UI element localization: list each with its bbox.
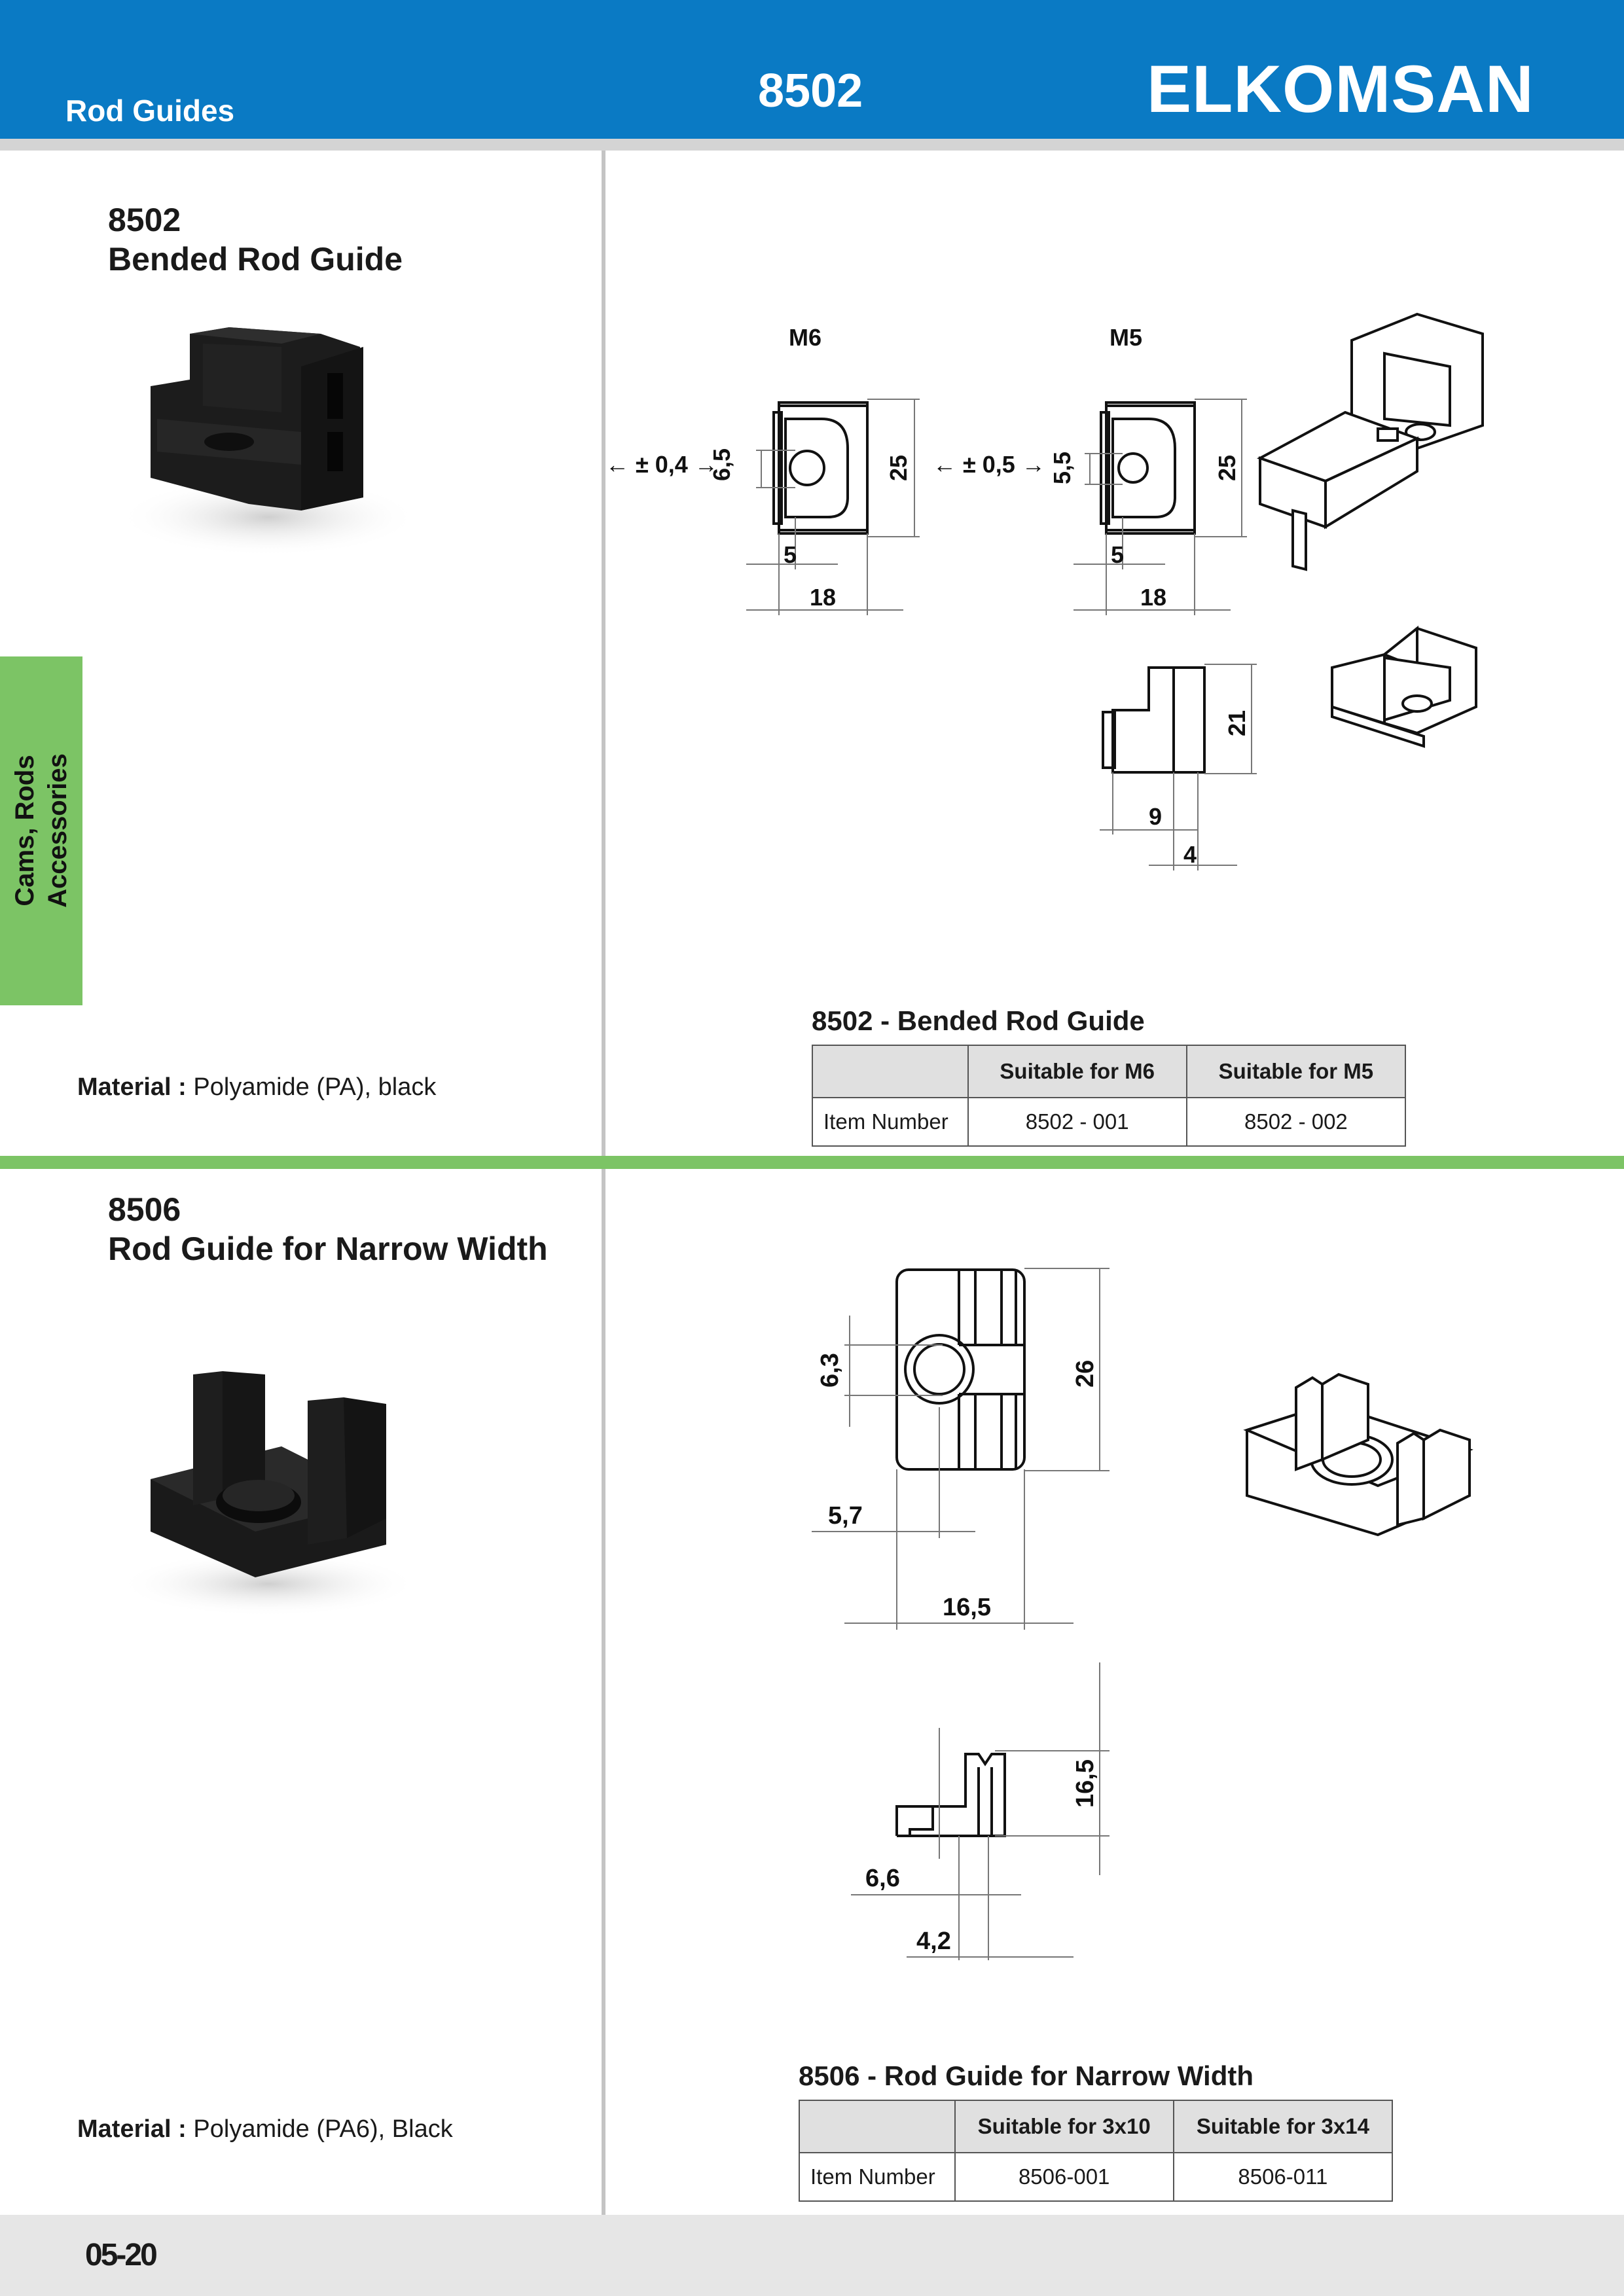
side-dim-b: 4,2 bbox=[916, 1928, 951, 1955]
table-cell-item-3x10: 8506-001 bbox=[954, 2152, 1174, 2202]
view1-dim-small: 5 bbox=[784, 541, 797, 568]
brand-logo-text: ELKOMSAN bbox=[1147, 52, 1534, 126]
product-8502-title: 8502 Bended Rod Guide bbox=[108, 200, 403, 279]
category-side-tab-label: Cams, Rods Accessories bbox=[9, 753, 74, 908]
material-label: Material : bbox=[77, 2115, 187, 2143]
header-divider bbox=[0, 139, 1624, 151]
category-side-tab: Cams, Rods Accessories bbox=[0, 656, 82, 1005]
dim-height: 26 bbox=[1072, 1360, 1099, 1388]
table-row: Item Number 8506-001 8506-011 bbox=[799, 2152, 1394, 2202]
view2-tolerance: ← ± 0,5 → bbox=[933, 451, 1045, 478]
view2-label: M5 bbox=[1110, 324, 1142, 351]
product-code: 8506 bbox=[108, 1191, 181, 1228]
table-header-3x10: Suitable for 3x10 bbox=[954, 2100, 1174, 2153]
table-header-3x14: Suitable for 3x14 bbox=[1172, 2100, 1394, 2153]
side-tab-line2: Accessories bbox=[43, 753, 72, 908]
product-8506-table-title: 8506 - Rod Guide for Narrow Width bbox=[799, 2060, 1254, 2091]
material-value: Polyamide (PA6), Black bbox=[193, 2115, 453, 2143]
view2-dim-width: 18 bbox=[1140, 584, 1166, 611]
product-8506-title: 8506 Rod Guide for Narrow Width bbox=[108, 1190, 548, 1268]
product-8506-material: Material : Polyamide (PA6), Black bbox=[77, 2115, 453, 2144]
side-dim-w: 9 bbox=[1149, 803, 1162, 830]
dim-offset: 5,7 bbox=[828, 1502, 863, 1530]
view2-dim-total: 25 bbox=[1214, 455, 1240, 481]
product-8502-item-table: Suitable for M6 Suitable for M5 Item Num… bbox=[812, 1045, 1407, 1147]
product-code: 8502 bbox=[108, 202, 181, 238]
product-8506-technical-drawing: 6,3 26 5,7 16,5 16,5 6,6 4,2 bbox=[812, 1268, 1473, 1960]
table-header-row: Suitable for M6 Suitable for M5 bbox=[812, 1045, 1407, 1098]
table-header-m6: Suitable for M6 bbox=[967, 1045, 1187, 1098]
table-row: Item Number 8502 - 001 8502 - 002 bbox=[812, 1097, 1407, 1147]
table-row-label: Item Number bbox=[799, 2152, 956, 2202]
dim-width: 16,5 bbox=[943, 1594, 991, 1621]
view2-dim-small: 5 bbox=[1111, 541, 1124, 568]
view1-dim-h: 6,5 bbox=[708, 448, 735, 481]
table-cell-item-3x14: 8506-011 bbox=[1172, 2152, 1394, 2202]
side-dim-small: 4 bbox=[1183, 841, 1197, 868]
side-tab-line1: Cams, Rods bbox=[10, 755, 39, 906]
product-8502-photo bbox=[118, 327, 419, 556]
table-cell-item-m6: 8502 - 001 bbox=[967, 1097, 1187, 1147]
view2-dim-h: 5,5 bbox=[1049, 452, 1075, 484]
table-cell-item-m5: 8502 - 002 bbox=[1185, 1097, 1407, 1147]
product-8502-material: Material : Polyamide (PA), black bbox=[77, 1073, 436, 1102]
view1-dim-total: 25 bbox=[885, 455, 912, 481]
view1-label: M6 bbox=[789, 324, 821, 351]
table-header-blank bbox=[799, 2100, 956, 2153]
page-code: 8502 bbox=[758, 65, 863, 117]
product-8502-table-title: 8502 - Bended Rod Guide bbox=[812, 1005, 1145, 1036]
product-8502-technical-drawing: M6 M5 ← ± 0,4 → ← ± 0,5 → 6,5 25 5 18 5,… bbox=[605, 312, 1484, 870]
table-row-label: Item Number bbox=[812, 1097, 969, 1147]
side-dim-a: 6,6 bbox=[865, 1865, 900, 1892]
product-name: Bended Rod Guide bbox=[108, 241, 403, 278]
view1-tolerance: ← ± 0,4 → bbox=[605, 451, 718, 478]
column-divider-top bbox=[602, 151, 605, 1156]
section-title: Rod Guides bbox=[65, 94, 235, 128]
material-label: Material : bbox=[77, 1073, 187, 1101]
section-separator bbox=[0, 1156, 1624, 1169]
column-divider-bottom bbox=[602, 1169, 605, 2215]
table-header-blank bbox=[812, 1045, 969, 1098]
table-header-row: Suitable for 3x10 Suitable for 3x14 bbox=[799, 2100, 1394, 2153]
table-header-m5: Suitable for M5 bbox=[1185, 1045, 1407, 1098]
product-8506-item-table: Suitable for 3x10 Suitable for 3x14 Item… bbox=[799, 2100, 1394, 2202]
view1-dim-width: 18 bbox=[810, 584, 836, 611]
page-number: 05-20 bbox=[85, 2238, 158, 2272]
dim-hole: 6,3 bbox=[816, 1353, 844, 1388]
product-name: Rod Guide for Narrow Width bbox=[108, 1230, 548, 1267]
material-value: Polyamide (PA), black bbox=[193, 1073, 437, 1101]
side-dim-height: 16,5 bbox=[1072, 1759, 1099, 1808]
product-8506-photo bbox=[118, 1371, 419, 1617]
side-dim-h: 21 bbox=[1223, 710, 1250, 736]
page-footer bbox=[0, 2215, 1624, 2296]
page-header bbox=[0, 0, 1624, 139]
